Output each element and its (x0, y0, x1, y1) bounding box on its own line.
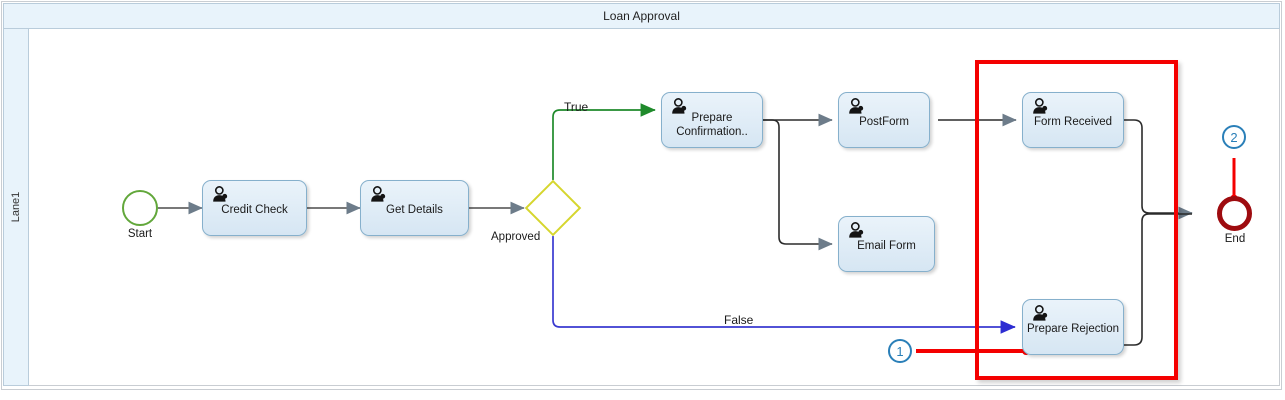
task-postform[interactable]: PostForm (838, 92, 930, 148)
task-form-received[interactable]: Form Received (1022, 92, 1124, 148)
pool-title-bar: Loan Approval (3, 3, 1280, 29)
person-icon (849, 98, 864, 114)
task-email-form-label: Email Form (857, 240, 916, 252)
person-icon (1033, 98, 1048, 114)
end-event-label: End (1224, 233, 1246, 245)
annotation-badge-1[interactable]: 1 (888, 339, 912, 363)
end-event[interactable] (1217, 196, 1252, 231)
task-prepare-confirmation[interactable]: Prepare Confirmation.. (661, 92, 763, 148)
person-icon (371, 186, 386, 202)
task-form-received-label: Form Received (1034, 116, 1112, 128)
person-icon (672, 98, 687, 114)
person-icon (1033, 305, 1048, 321)
task-credit-check-label: Credit Check (221, 204, 288, 216)
task-get-details-label: Get Details (386, 204, 443, 216)
person-icon (849, 222, 864, 238)
task-postform-label: PostForm (859, 116, 909, 128)
task-prepare-confirmation-label: Prepare Confirmation.. (662, 111, 762, 139)
task-prepare-confirmation-line2: Confirmation.. (676, 126, 748, 138)
person-icon (213, 186, 228, 202)
pool-title: Loan Approval (603, 9, 680, 23)
task-get-details[interactable]: Get Details (360, 180, 469, 236)
task-credit-check[interactable]: Credit Check (202, 180, 307, 236)
lane-label: Lane1 (10, 191, 22, 223)
task-prepare-confirmation-line1: Prepare (691, 112, 733, 124)
gateway-label: Approved (491, 231, 541, 243)
flow-label-false: False (724, 313, 754, 327)
annotation-badge-2[interactable]: 2 (1222, 125, 1246, 149)
highlight-region-box (975, 60, 1178, 380)
start-event[interactable] (122, 190, 158, 226)
task-prepare-rejection-label: Prepare Rejection (1026, 323, 1120, 335)
task-prepare-rejection[interactable]: Prepare Rejection (1022, 299, 1124, 355)
start-event-label: Start (127, 228, 153, 240)
lane-label-container: Lane1 (3, 29, 29, 386)
flow-label-true: True (564, 100, 589, 114)
task-email-form[interactable]: Email Form (838, 216, 935, 272)
